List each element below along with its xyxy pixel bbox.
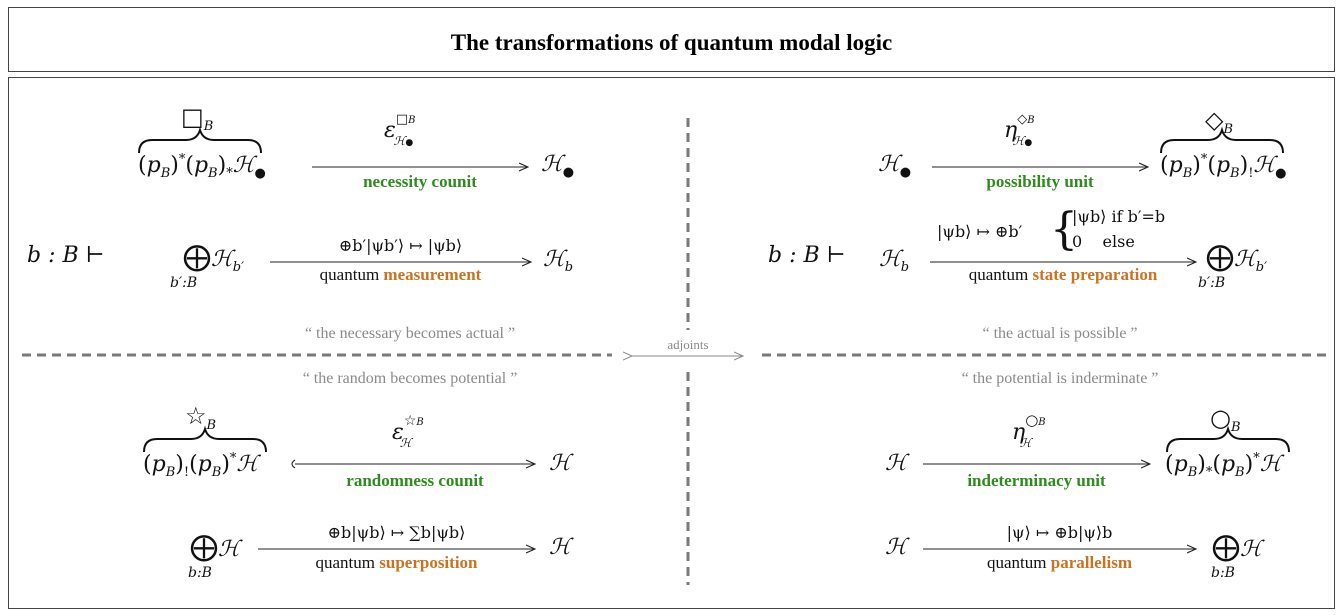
state-preparation-target-index: b′:B: [1198, 275, 1226, 291]
necessity-brace: [138, 126, 262, 154]
state-preparation-case2: 0 else: [1072, 232, 1135, 251]
indeterminacy-source: ℋ: [885, 451, 907, 476]
parallelism-target-index: b:B: [1211, 565, 1235, 581]
indeterminacy-monad-expression: (pB)*(pB)*ℋ: [1165, 451, 1282, 480]
parallelism-label: quantum parallelism: [987, 553, 1132, 572]
quote-necessary: “ the necessary becomes actual ”: [304, 325, 516, 342]
cases-brace: {: [1050, 204, 1078, 255]
possibility-unit-symbol: η◇Bℋ●: [1004, 112, 1035, 148]
necessity-brace-label: □B: [181, 103, 214, 134]
necessity-monad-expression: (pB)*(pB)*ℋ●: [138, 152, 266, 181]
superposition-map: ⊕b|ψb⟩ ↦ ∑b|ψb⟩: [327, 523, 466, 542]
randomness-counit-label: randomness counit: [346, 471, 484, 490]
diagram-frame: [8, 77, 1335, 609]
randomness-brace-label: ☆B: [185, 402, 217, 433]
parallelism-map: |ψ⟩ ↦ ⊕b|ψ⟩b: [1006, 523, 1113, 542]
state-preparation-source: ℋb: [879, 247, 910, 275]
context-right: b : B ⊢: [768, 243, 846, 268]
measurement-label: quantum measurement: [319, 265, 482, 284]
randomness-counit-hook: [291, 459, 296, 469]
adjoints-label: adjoints: [667, 337, 709, 352]
randomness-target: ℋ: [549, 451, 571, 476]
randomness-monad-expression: (pB)!(pB)*ℋ: [143, 451, 259, 480]
necessity-target: ℋ●: [541, 152, 575, 180]
measurement-map: ⊕b′|ψb′⟩ ↦ |ψb⟩: [338, 236, 463, 255]
quote-random: “ the random becomes potential ”: [302, 370, 518, 387]
possibility-monad-expression: (pB)*(pB)!ℋ●: [1160, 152, 1287, 181]
state-preparation-target: ⨁ℋb′: [1206, 240, 1268, 275]
superposition-source: ⨁ℋ: [190, 530, 240, 563]
indeterminacy-brace: [1166, 425, 1290, 453]
indeterminacy-unit-label: indeterminacy unit: [967, 471, 1106, 490]
state-preparation-map: |ψb⟩ ↦ ⊕b′: [937, 222, 1023, 241]
state-preparation-label: quantum state preparation: [968, 265, 1158, 284]
quote-potential: “ the potential is inderminate ”: [961, 370, 1159, 387]
possibility-unit-label: possibility unit: [986, 172, 1094, 191]
measurement-source-index: b′:B: [170, 275, 198, 291]
context-left: b : B ⊢: [27, 243, 105, 268]
measurement-target: ℋb: [543, 247, 574, 275]
indeterminacy-unit-symbol: η○Bℋ: [1012, 411, 1046, 450]
title-box: The transformations of quantum modal log…: [8, 7, 1335, 72]
randomness-counit-symbol: ε☆Bℋ: [392, 413, 424, 450]
possibility-brace-label: ◇B: [1205, 106, 1234, 137]
quote-actual: “ the actual is possible ”: [982, 325, 1138, 342]
superposition-label: quantum superposition: [315, 553, 478, 572]
possibility-source: ℋ●: [878, 152, 912, 180]
measurement-source: ⨁ℋb′: [183, 240, 245, 275]
necessity-counit-label: necessity counit: [363, 172, 477, 191]
state-preparation-case1: |ψb⟩ if b′=b: [1072, 207, 1166, 226]
possibility-brace: [1160, 126, 1284, 154]
diagram-title: The transformations of quantum modal log…: [450, 30, 893, 55]
parallelism-source: ℋ: [885, 535, 907, 560]
necessity-counit-symbol: ε□Bℋ●: [384, 112, 416, 148]
parallelism-target: ⨁ℋ: [1212, 530, 1262, 563]
superposition-target: ℋ: [549, 535, 571, 560]
indeterminacy-brace-label: ○B: [1210, 404, 1241, 435]
superposition-source-index: b:B: [188, 565, 212, 581]
randomness-brace: [143, 425, 267, 453]
